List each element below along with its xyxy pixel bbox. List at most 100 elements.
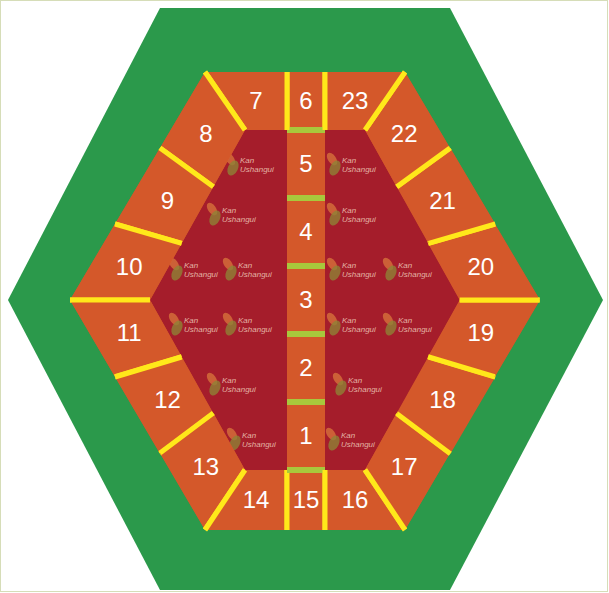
watermark-text: Kan Ushangui [240, 156, 280, 174]
logo-petal [383, 319, 399, 338]
tile-divider [115, 224, 182, 243]
logo-petal [207, 379, 223, 398]
watermark-logo [325, 256, 343, 282]
logo-petal [223, 264, 239, 283]
watermark-logo [325, 311, 343, 337]
stall-tile: 6 [287, 72, 325, 130]
logo-petal [223, 319, 239, 338]
tile-divider [160, 148, 213, 187]
stall-tile: 3 [287, 266, 325, 334]
logo-petal [207, 209, 223, 228]
stall-number: 8 [199, 122, 212, 146]
tile-divider [323, 470, 328, 530]
tile-divider [397, 148, 450, 187]
tile-divider [285, 470, 290, 530]
stall-number: 3 [299, 288, 312, 312]
tile-fill [397, 357, 495, 454]
watermark-logo [167, 311, 185, 337]
watermark-text: Kan Ushangui [222, 206, 262, 224]
tile-fill [287, 266, 325, 334]
stall-number: 2 [299, 356, 312, 380]
tile-divider [287, 263, 325, 269]
watermark-logo [325, 151, 343, 177]
stall-number: 22 [391, 122, 418, 146]
stall-number: 20 [467, 255, 494, 279]
stall-number: 18 [429, 388, 456, 412]
tile-divider [428, 357, 495, 377]
stall-tile: 15 [287, 470, 325, 530]
watermark-logo [205, 201, 223, 227]
stall-number: 12 [154, 388, 181, 412]
stall-number: 17 [391, 455, 418, 479]
stall-tile: 1 [287, 402, 325, 470]
stall-number: 15 [293, 488, 320, 512]
tile-divider [428, 224, 495, 243]
tile-divider [323, 470, 328, 530]
logo-petal [169, 319, 185, 338]
watermark-logo [381, 256, 399, 282]
stall-number: 14 [243, 488, 270, 512]
tile-divider [285, 72, 290, 130]
stall-tile: 4 [287, 198, 325, 266]
watermark-text: Kan Ushangui [398, 261, 438, 279]
tile-divider [287, 195, 325, 201]
logo-petal [383, 264, 399, 283]
watermark-text: Kan Ushangui [342, 156, 382, 174]
stall-tile: 10 [70, 224, 182, 300]
stall-number: 1 [299, 424, 312, 448]
stall-number: 13 [192, 455, 219, 479]
stall-number: 10 [116, 255, 143, 279]
watermark-logo [324, 426, 342, 452]
tile-divider [205, 470, 245, 530]
tile-divider [287, 331, 325, 337]
tile-fill [287, 72, 325, 130]
watermark-logo [221, 311, 239, 337]
stall-number: 6 [299, 89, 312, 113]
stall-number: 9 [161, 189, 174, 213]
watermark-text: Kan Ushangui [342, 206, 382, 224]
logo-petal [327, 159, 343, 178]
tile-divider [460, 298, 540, 303]
tile-divider [287, 127, 325, 133]
stall-number: 23 [342, 89, 369, 113]
watermark-text: Kan Ushangui [398, 316, 438, 334]
tile-divider [287, 467, 325, 473]
tile-divider [365, 470, 405, 530]
ring-hexagon [70, 72, 540, 530]
tile-fill [287, 130, 325, 198]
tile-divider [460, 297, 540, 302]
stall-number: 5 [299, 152, 312, 176]
watermark-text: Kan Ushangui [348, 376, 388, 394]
tile-fill [287, 470, 325, 530]
tile-divider [323, 72, 328, 130]
watermark-text: Kan Ushangui [238, 261, 278, 279]
tile-divider [287, 399, 325, 405]
stall-number: 4 [299, 220, 312, 244]
watermark-text: Kan Ushangui [238, 316, 278, 334]
logo-petal [169, 264, 185, 283]
watermark-logo [381, 311, 399, 337]
tile-divider [160, 413, 213, 453]
stall-tile: 5 [287, 130, 325, 198]
stall-tile: 14 [205, 470, 287, 530]
stall-tile: 2 [287, 334, 325, 402]
tile-divider [287, 331, 325, 337]
tile-divider [287, 467, 325, 473]
watermark-logo [331, 371, 349, 397]
tile-fill [205, 470, 287, 530]
stall-number: 7 [249, 89, 262, 113]
tile-fill [428, 300, 540, 377]
stall-tile: 19 [428, 300, 540, 377]
tile-divider [287, 195, 325, 201]
tile-divider [287, 263, 325, 269]
tile-fill [115, 148, 213, 243]
tile-fill [287, 402, 325, 470]
watermark-logo [325, 201, 343, 227]
watermark-text: Kan Ushangui [242, 431, 282, 449]
tile-fill [287, 334, 325, 402]
logo-petal [327, 264, 343, 283]
tile-divider [287, 127, 325, 133]
stall-number: 21 [429, 189, 456, 213]
tile-divider [323, 72, 328, 130]
